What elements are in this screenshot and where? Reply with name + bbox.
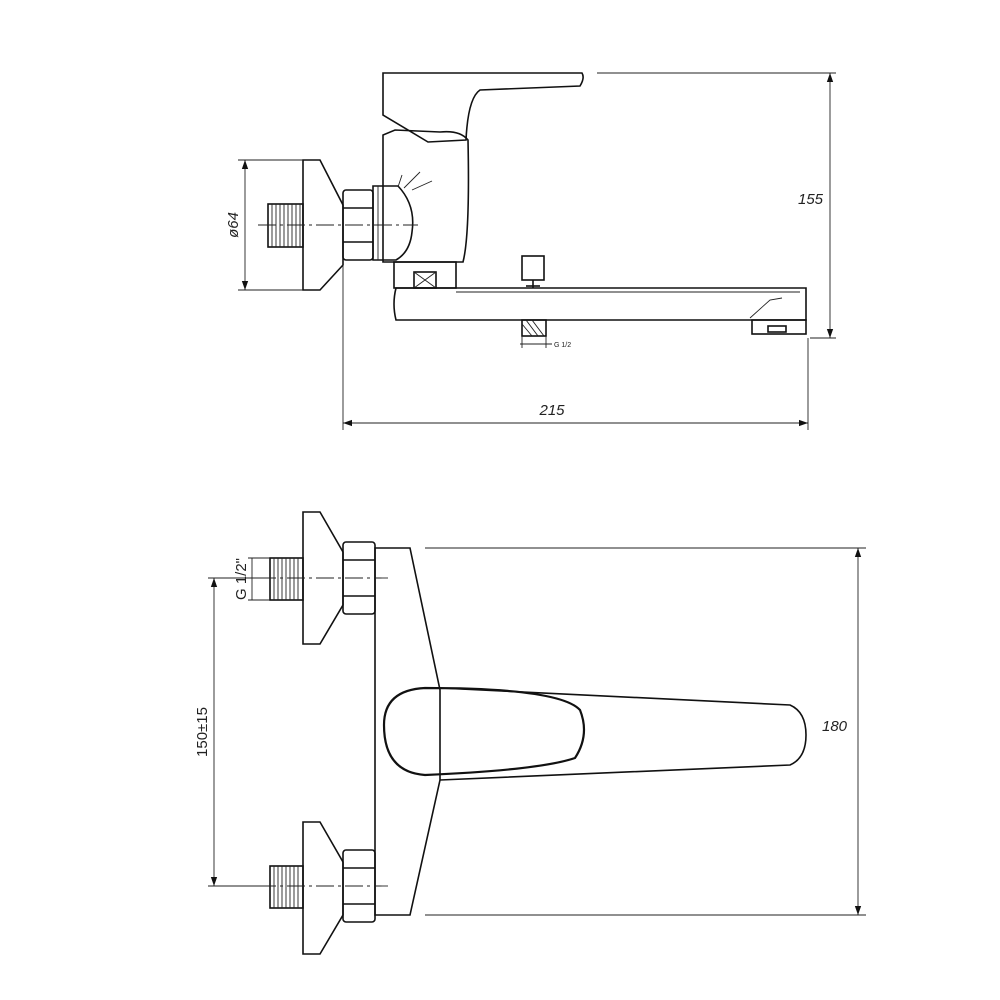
aerator: [751, 319, 807, 335]
outlet-thread: [520, 319, 552, 348]
upper-inlet-thread: [269, 557, 304, 601]
lower-inlet-thread: [269, 865, 304, 909]
diverter-knob: [521, 255, 545, 288]
side-view: G 1/2 ø64 155 215: [225, 72, 836, 430]
collar-cross: [413, 271, 437, 289]
inlet-thread: [267, 203, 304, 248]
dim-flange-diameter: ø64: [225, 212, 242, 238]
dim-aerator-thread: G 1/2: [554, 342, 571, 349]
spout-collar: [393, 261, 457, 289]
dim-width: 215: [538, 402, 565, 419]
handle-lever: [382, 72, 584, 143]
dim-inlet-thread: G 1/2": [233, 558, 250, 600]
spout: [393, 287, 807, 321]
dim-length: 180: [822, 718, 848, 735]
dim-pitch: 150±15: [194, 707, 211, 757]
eccentric-connector: [372, 185, 414, 261]
dim-height: 155: [798, 191, 824, 208]
handle-top: [382, 686, 586, 777]
top-view: G 1/2" 150±15 180: [194, 511, 866, 955]
spout-top: [439, 687, 807, 781]
valve-body: [382, 129, 470, 263]
lower-flange: [302, 821, 344, 955]
